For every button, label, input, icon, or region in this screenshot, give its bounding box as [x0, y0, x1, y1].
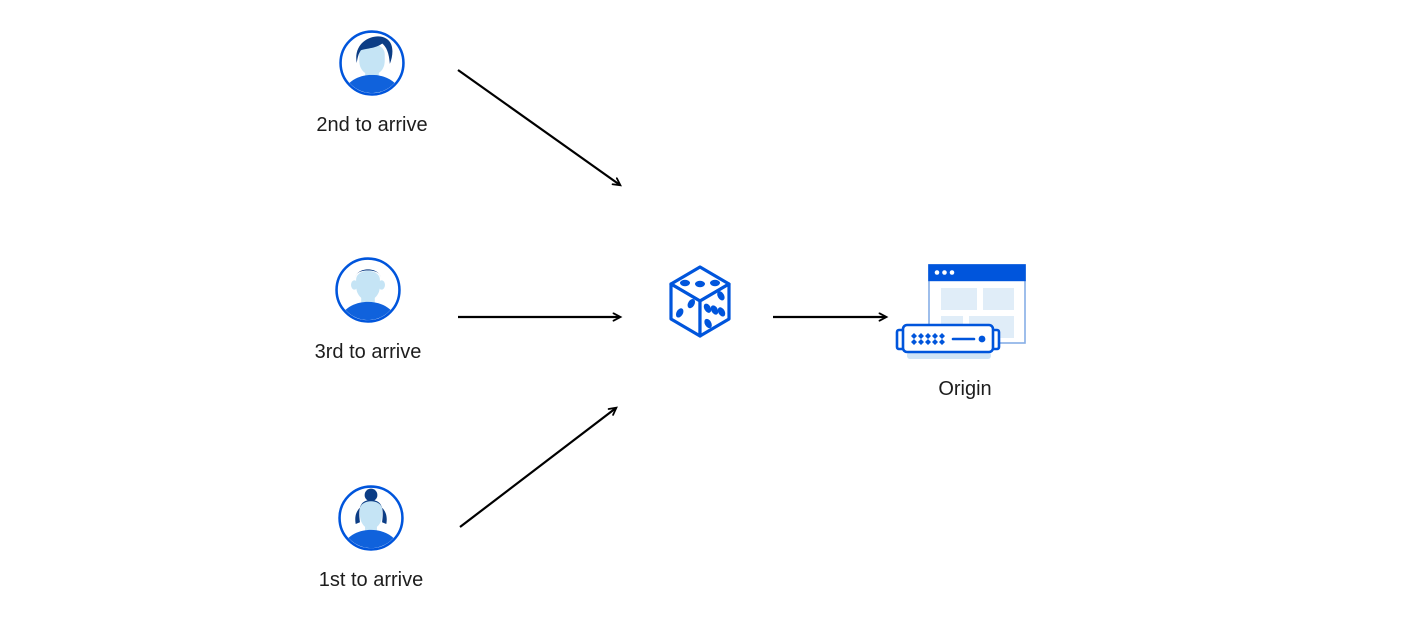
client-2nd-to-arrive: 2nd to arrive — [304, 29, 440, 138]
client-label: 3rd to arrive — [314, 341, 422, 363]
arrow-client1-to-dice — [459, 408, 616, 528]
origin-server-icon — [895, 264, 1026, 359]
woman-hair-bun-avatar-icon — [337, 484, 405, 552]
dice-icon — [666, 263, 734, 343]
arrow-client2-to-dice — [457, 69, 620, 185]
server-led-grid — [911, 333, 945, 345]
client-1st-to-arrive: 1st to arrive — [303, 484, 439, 593]
origin-node: Origin — [895, 260, 1035, 402]
origin-label: Origin — [938, 378, 992, 400]
man-swept-hair-avatar-icon — [338, 29, 406, 97]
client-label: 1st to arrive — [318, 569, 424, 591]
client-label: 2nd to arrive — [316, 114, 428, 136]
client-3rd-to-arrive: 3rd to arrive — [300, 256, 436, 365]
man-flat-top-avatar-icon — [334, 256, 402, 324]
